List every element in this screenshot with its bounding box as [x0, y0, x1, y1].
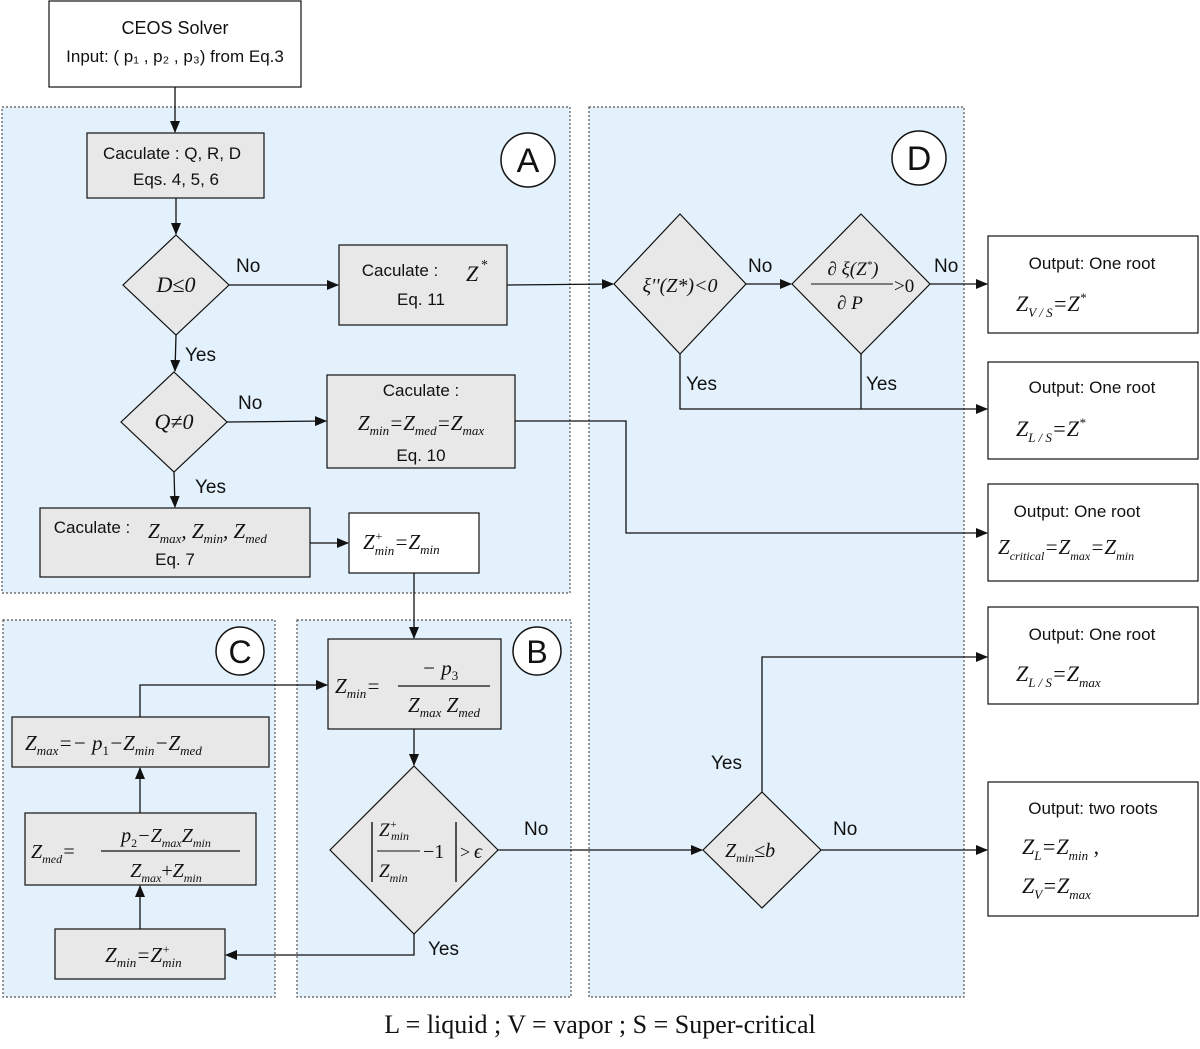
decision-d-le-0: D≤0 [122, 234, 230, 336]
label-no-xi: No [748, 256, 772, 277]
label-no-q: No [238, 393, 262, 414]
svg-text:Zmax=− p1−Zmin−Zmed: Zmax=− p1−Zmin−Zmed [25, 731, 202, 758]
svg-text:Input: ( p₁ , p₂ , p₃) from Eq: Input: ( p₁ , p₂ , p₃) from Eq.3 [66, 47, 284, 66]
svg-text:Eqs. 4, 5, 6: Eqs. 4, 5, 6 [133, 170, 219, 189]
label-yes-b: Yes [711, 753, 742, 774]
svg-text:Zmin=Z+min: Zmin=Z+min [105, 942, 182, 970]
svg-text:Z+min: Z+min [379, 819, 409, 843]
zmin-assign-box: Zmin=Z+min [54, 928, 226, 980]
svg-text:>: > [460, 842, 470, 862]
calc-eq7-box: Caculate : Zmax, Zmin, Zmed Eq. 7 [39, 507, 311, 578]
label-yes-q: Yes [195, 477, 226, 498]
label-no-b: No [833, 819, 857, 840]
calc-qrd-box: Caculate : Q, R, D Eqs. 4, 5, 6 [86, 132, 265, 199]
svg-text:Q≠0: Q≠0 [155, 409, 194, 434]
decision-zmin-le-b: Zmin≤b [702, 791, 822, 909]
region-c-label: C [215, 626, 265, 676]
region-a-label: A [500, 132, 556, 188]
svg-text:>0: >0 [894, 276, 914, 297]
output-vs-root: Output: One root ZV / S=Z* [987, 235, 1199, 334]
label-no-dxi: No [934, 256, 958, 277]
svg-text:Zmin≤b: Zmin≤b [725, 840, 775, 865]
label-no-d: No [236, 256, 260, 277]
svg-text:ξ''(Z*)<0: ξ''(Z*)<0 [642, 275, 717, 297]
svg-text:Output: One root: Output: One root [1014, 502, 1141, 521]
svg-text:Caculate :: Caculate : [54, 518, 131, 537]
output-ls-zmax-root: Output: One root ZL / S=Zmax [987, 606, 1199, 705]
decision-convergence: Z+min Zmin −1 > ϵ [329, 765, 499, 935]
label-yes-d: Yes [185, 345, 216, 366]
svg-text:A: A [517, 142, 540, 180]
zplus-init-box: Z+min=Zmin [348, 512, 480, 574]
connectors [135, 87, 988, 960]
svg-text:Z: Z [466, 261, 479, 286]
svg-text:ZL=Zmin ,: ZL=Zmin , [1022, 834, 1099, 863]
svg-text:Z+min=Zmin: Z+min=Zmin [363, 529, 440, 558]
calc-eq10-box: Caculate : Zmin=Zmed=Zmax Eq. 10 [326, 374, 516, 469]
svg-text:−1: −1 [423, 841, 444, 863]
svg-text:ZV=Zmax: ZV=Zmax [1022, 873, 1091, 902]
output-critical-root: Output: One root Zcritical=Zmax=Zmin [987, 483, 1199, 582]
output-two-roots: Output: two roots ZL=Zmin , ZV=Zmax [987, 781, 1199, 917]
region-b-label: B [512, 626, 562, 676]
svg-text:D≤0: D≤0 [156, 272, 196, 297]
svg-text:Eq. 11: Eq. 11 [397, 290, 445, 309]
label-no-conv: No [524, 819, 548, 840]
zmed-formula-box: Zmed= p2−ZmaxZmin Zmax+Zmin [24, 812, 257, 886]
zmin-update-box: Zmin= − p3 Zmax Zmed [327, 638, 502, 730]
zmax-formula-box: Zmax=− p1−Zmin−Zmed [11, 716, 270, 768]
svg-text:∂ P: ∂ P [837, 293, 863, 314]
svg-text:Output: One root: Output: One root [1029, 254, 1156, 273]
label-yes-conv: Yes [428, 939, 459, 960]
svg-text:Eq. 10: Eq. 10 [396, 446, 445, 465]
svg-text:ϵ: ϵ [474, 841, 483, 863]
svg-text:Caculate :: Caculate : [383, 381, 460, 400]
svg-text:Zmax Zmed: Zmax Zmed [408, 693, 480, 720]
label-yes-dxi: Yes [866, 374, 897, 395]
start-box: CEOS Solver Input: ( p₁ , p₂ , p₃) from … [48, 0, 302, 88]
svg-text:D: D [907, 140, 932, 178]
svg-text:Caculate :: Caculate : [362, 261, 439, 280]
svg-text:Eq. 7: Eq. 7 [155, 550, 195, 569]
svg-text:Output: two roots: Output: two roots [1028, 799, 1157, 818]
svg-text:C: C [228, 634, 251, 670]
decision-dxi-dp: ∂ ξ(Z*) ∂ P >0 [791, 213, 931, 355]
svg-text:CEOS Solver: CEOS Solver [121, 18, 228, 38]
output-ls-root: Output: One root ZL / S=Z* [987, 361, 1199, 460]
calc-zstar-box: Caculate : Z * Eq. 11 [338, 244, 508, 326]
svg-text:*: * [481, 258, 488, 273]
svg-text:Caculate : Q, R, D: Caculate : Q, R, D [103, 144, 241, 163]
legend: L = liquid ; V = vapor ; S = Super-criti… [384, 1010, 816, 1039]
svg-text:∂ ξ(Z*): ∂ ξ(Z*) [828, 259, 879, 280]
svg-text:Output: One root: Output: One root [1029, 378, 1156, 397]
svg-text:ZL / S=Z*: ZL / S=Z* [1016, 415, 1086, 445]
svg-text:Output: One root: Output: One root [1029, 625, 1156, 644]
region-d-label: D [891, 130, 947, 186]
decision-xi-second: ξ''(Z*)<0 [613, 213, 747, 355]
svg-text:B: B [526, 634, 547, 670]
label-yes-xi: Yes [686, 374, 717, 395]
decision-q-ne-0: Q≠0 [120, 371, 228, 473]
